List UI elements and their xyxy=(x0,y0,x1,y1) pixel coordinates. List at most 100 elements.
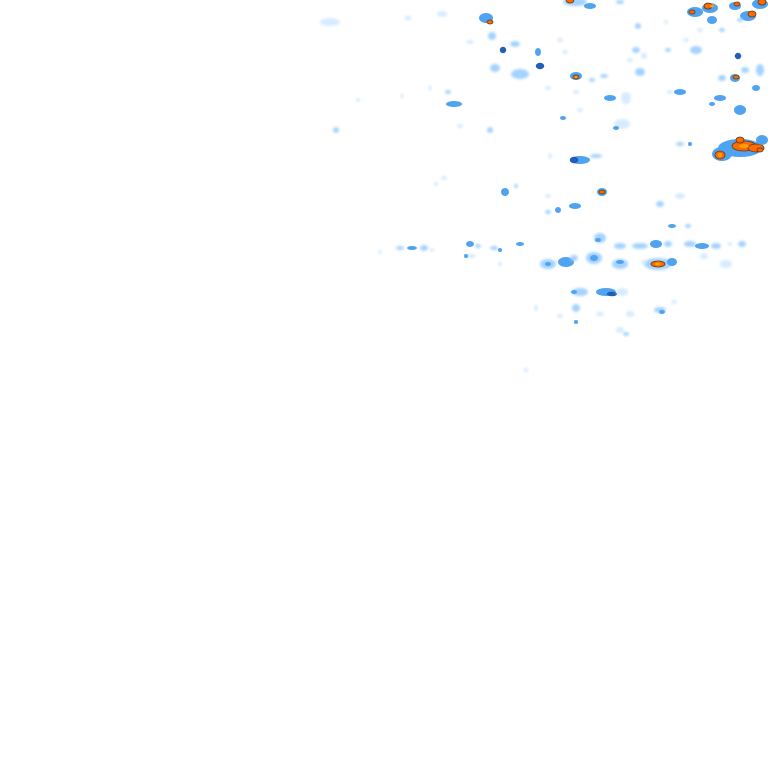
radar-echo-cell xyxy=(757,0,767,6)
radar-echo-cell xyxy=(656,201,664,207)
radar-echo-cell xyxy=(616,327,624,333)
radar-echo-cell xyxy=(650,240,662,248)
radar-echo-cell xyxy=(535,62,545,70)
radar-echo-cell xyxy=(709,102,715,106)
radar-echo-cell xyxy=(400,94,404,98)
radar-echo-cell xyxy=(464,254,468,258)
radar-echo-core xyxy=(739,144,749,148)
radar-echo-cell xyxy=(606,291,618,297)
radar-echo-cell xyxy=(747,10,757,18)
radar-echo-cell xyxy=(621,92,631,104)
radar-echo-cell xyxy=(711,243,721,249)
radar-echo-cell xyxy=(595,238,601,242)
radar-echo-cell xyxy=(545,262,551,266)
radar-echo-cell xyxy=(498,248,502,252)
radar-echo-cell xyxy=(737,18,743,22)
radar-echo-cell xyxy=(490,246,498,250)
radar-echo-cell xyxy=(446,101,462,107)
radar-echo-cell xyxy=(688,142,692,146)
radar-echo-cell xyxy=(445,90,451,94)
radar-echo-cell xyxy=(548,153,552,159)
radar-echo-cell xyxy=(664,241,672,247)
radar-echo-cell xyxy=(590,154,602,158)
radar-echo-cell xyxy=(466,241,474,247)
radar-echo-cell xyxy=(667,90,673,94)
radar-echo-cell xyxy=(627,58,633,62)
radar-echo-cell xyxy=(558,257,574,267)
radar-echo-cell xyxy=(616,288,628,296)
radar-echo-cell xyxy=(535,48,541,56)
radar-echo-cell xyxy=(614,243,626,249)
radar-echo-cell xyxy=(675,193,685,199)
radar-echo-cell xyxy=(720,260,732,268)
radar-echo-cell xyxy=(320,18,340,26)
radar-echo-cell xyxy=(664,20,668,24)
radar-echo-cell xyxy=(404,16,412,20)
radar-echo-cell xyxy=(616,260,624,264)
radar-echo-cell xyxy=(514,184,518,188)
radar-echo-cell xyxy=(635,23,641,29)
radar-echo-cell xyxy=(641,260,647,264)
radar-echoes xyxy=(320,0,768,372)
radar-echo-cell xyxy=(498,262,502,266)
radar-echo-cell xyxy=(562,50,568,54)
radar-echo-cell xyxy=(688,9,696,15)
radar-echo-cell xyxy=(676,142,684,146)
radar-echo-cell xyxy=(695,243,709,249)
radar-echo-cell xyxy=(511,69,529,79)
radar-echo-cell xyxy=(756,147,764,153)
radar-echo-cell xyxy=(486,19,494,25)
radar-echo-cell xyxy=(333,127,339,133)
radar-echo-cell xyxy=(396,246,404,250)
radar-echo-cell xyxy=(623,332,629,336)
radar-echo-cell xyxy=(499,46,507,54)
radar-echo-cell xyxy=(569,156,579,164)
radar-echo-cell xyxy=(378,250,382,254)
radar-echo-cell xyxy=(732,74,740,80)
radar-echo-cell xyxy=(735,136,745,144)
radar-echo-cell xyxy=(570,255,578,261)
radar-echo-cell xyxy=(557,38,563,42)
radar-echo-cell xyxy=(573,90,579,94)
radar-echo-cell xyxy=(733,1,741,7)
radar-echo-cell xyxy=(475,244,481,248)
radar-echo-cell xyxy=(510,41,520,47)
radar-echo-cell xyxy=(524,368,528,372)
radar-echo-cell xyxy=(738,241,746,247)
radar-echo-cell xyxy=(571,290,577,294)
radar-echo-cell xyxy=(407,246,417,250)
radar-echo-cell xyxy=(635,68,645,76)
radar-echo-cell xyxy=(719,28,725,32)
radar-echo-cell xyxy=(641,53,647,59)
radar-echo-cell xyxy=(545,194,551,198)
radar-echo-cell xyxy=(684,241,696,247)
radar-echo-core xyxy=(718,153,722,157)
radar-echo-cell xyxy=(434,182,438,186)
radar-echo-cell xyxy=(734,105,746,115)
radar-echo-cell xyxy=(714,95,726,101)
radar-echo-cell xyxy=(565,0,575,4)
radar-echo-cell xyxy=(572,288,588,296)
radar-echo-cell xyxy=(668,224,676,228)
radar-echo-cell xyxy=(632,243,648,249)
radar-echo-cell xyxy=(600,74,608,78)
radar-echo-cell xyxy=(683,38,689,42)
radar-echo-cell xyxy=(700,253,708,259)
radar-echo-cell xyxy=(665,48,671,52)
radar-echo-cell xyxy=(718,75,726,81)
radar-echo-cell xyxy=(560,116,566,120)
radar-echo-cell xyxy=(488,32,496,40)
radar-echo-cell xyxy=(557,314,563,318)
radar-echo-cell xyxy=(685,224,691,228)
radar-echo-cell xyxy=(616,0,624,4)
radar-echo-cell xyxy=(577,108,583,112)
radar-echo-cell xyxy=(534,305,538,311)
radar-echo-cell xyxy=(674,89,686,95)
radar-echo-cell xyxy=(756,135,768,145)
radar-echo-cell xyxy=(756,64,764,76)
radar-echo-cell xyxy=(613,126,619,130)
radar-echo-cell xyxy=(728,242,732,246)
radar-echo-cell xyxy=(430,248,434,252)
